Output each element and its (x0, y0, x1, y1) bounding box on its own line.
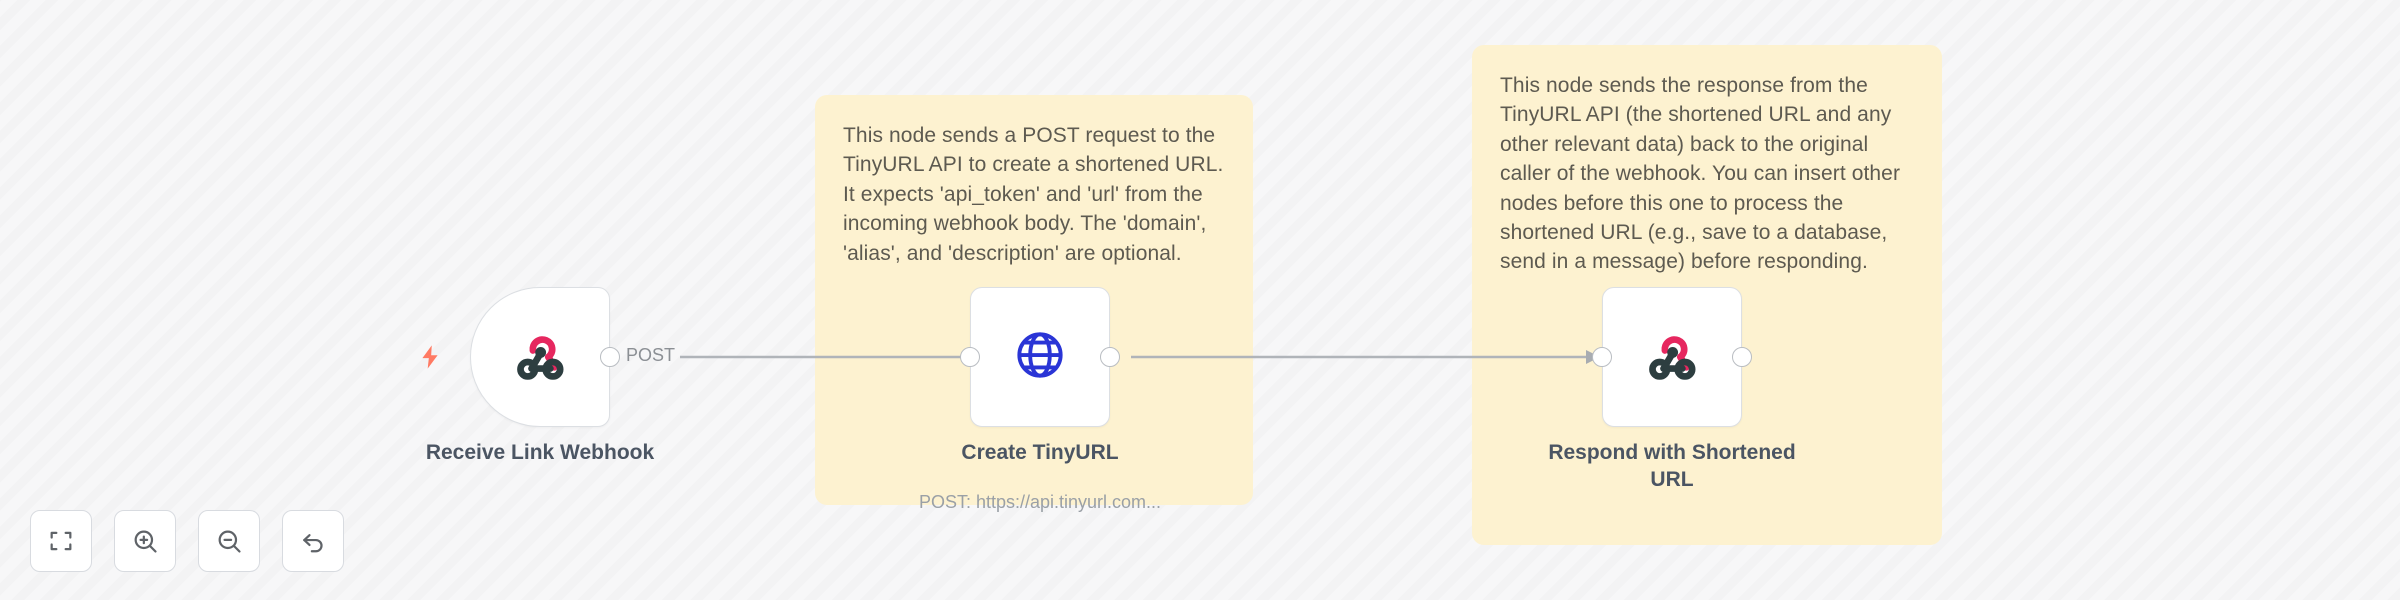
node-receive-link-webhook[interactable]: POST Receive Link Webhook (422, 287, 675, 464)
node-body[interactable] (1602, 287, 1742, 427)
output-port[interactable] (1732, 347, 1752, 367)
node-sublabel: POST: https://api.tinyurl.com... (918, 492, 1162, 512)
output-port[interactable] (600, 347, 620, 367)
node-respond-with-shortened-url[interactable]: Respond with Shortened URL (1548, 287, 1796, 491)
node-body[interactable] (470, 287, 610, 427)
node-create-tinyurl[interactable]: Create TinyURL POST: https://api.tinyurl… (919, 287, 1161, 512)
globe-icon (1009, 324, 1071, 391)
node-label: Respond with Shortened URL (1548, 441, 1796, 492)
sticky-note-text: This node sends the response from the Ti… (1500, 74, 1901, 274)
output-port-label: POST (626, 345, 676, 365)
output-port[interactable] (1100, 347, 1120, 367)
webhook-icon (1641, 324, 1703, 391)
reset-zoom-button[interactable] (282, 510, 344, 572)
zoom-out-button[interactable] (198, 510, 260, 572)
node-body[interactable] (970, 287, 1110, 427)
undo-arrow-icon (303, 534, 323, 553)
zoom-out-icon (218, 530, 241, 553)
zoom-to-fit-icon (50, 531, 72, 551)
sticky-note-http[interactable]: This node sends a POST request to the Ti… (815, 95, 1253, 505)
lightning-bolt-icon (416, 343, 444, 371)
node-label: Create TinyURL (961, 441, 1119, 464)
canvas-toolbar (30, 510, 344, 572)
input-port[interactable] (960, 347, 980, 367)
node-label: Receive Link Webhook (425, 441, 655, 464)
input-port[interactable] (1592, 347, 1612, 367)
webhook-icon (509, 324, 571, 391)
zoom-in-button[interactable] (114, 510, 176, 572)
sticky-note-text: This node sends a POST request to the Ti… (843, 124, 1224, 265)
zoom-to-fit-button[interactable] (30, 510, 92, 572)
zoom-in-icon (134, 530, 157, 553)
